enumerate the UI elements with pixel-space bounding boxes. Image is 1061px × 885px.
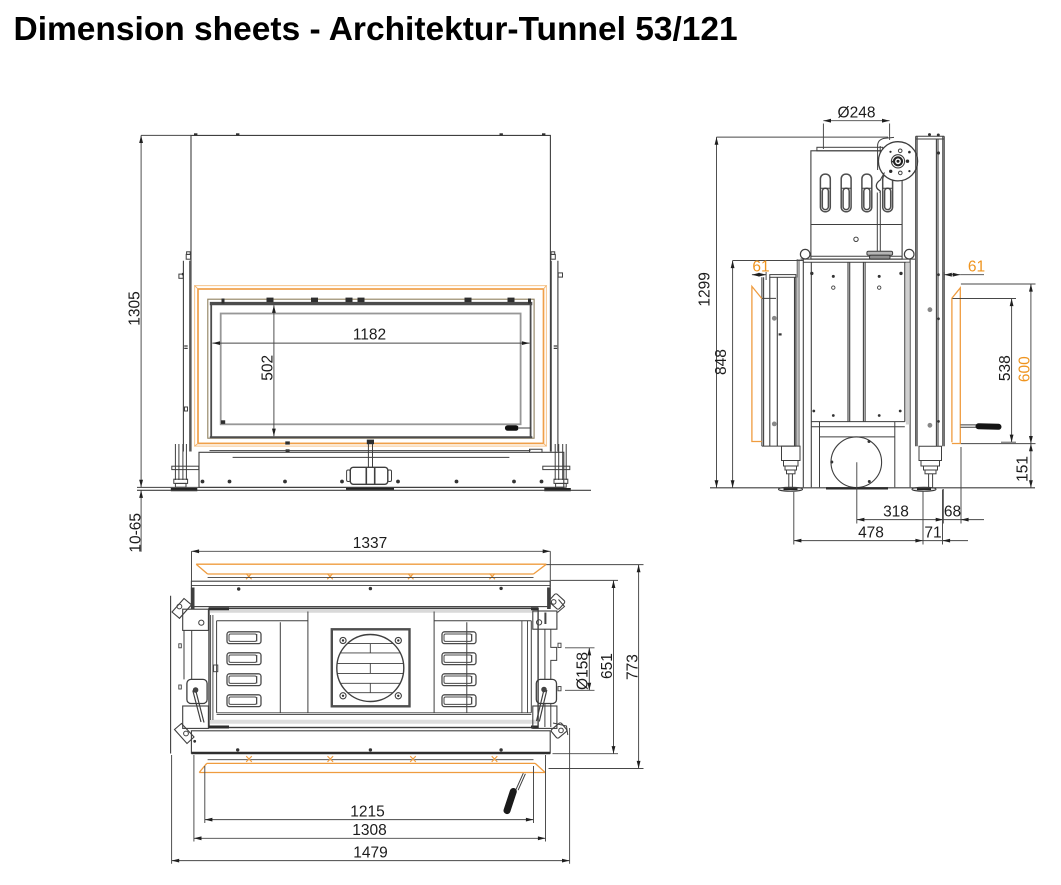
svg-text:1299: 1299 <box>697 272 714 306</box>
svg-text:1215: 1215 <box>350 803 384 820</box>
svg-text:71: 71 <box>924 525 941 542</box>
svg-text:151: 151 <box>1015 456 1032 482</box>
svg-text:1182: 1182 <box>353 326 386 343</box>
svg-text:Dimension sheets - Architektur: Dimension sheets - Architektur-Tunnel 53… <box>14 11 738 48</box>
svg-text:61: 61 <box>752 259 769 276</box>
svg-text:773: 773 <box>624 654 641 680</box>
svg-text:1337: 1337 <box>353 535 387 552</box>
svg-text:318: 318 <box>883 504 909 521</box>
svg-text:651: 651 <box>599 653 616 679</box>
svg-text:502: 502 <box>260 355 277 381</box>
svg-text:478: 478 <box>858 525 884 542</box>
svg-text:538: 538 <box>997 355 1014 381</box>
svg-text:1479: 1479 <box>353 844 387 861</box>
svg-text:68: 68 <box>944 504 961 521</box>
svg-text:1305: 1305 <box>127 291 144 325</box>
svg-text:848: 848 <box>713 349 730 375</box>
svg-text:61: 61 <box>968 259 985 276</box>
svg-text:Ø248: Ø248 <box>838 105 876 122</box>
svg-text:Ø158: Ø158 <box>574 652 591 690</box>
svg-text:10-65: 10-65 <box>127 513 144 553</box>
svg-text:600: 600 <box>1016 356 1033 382</box>
svg-text:1308: 1308 <box>352 822 386 839</box>
